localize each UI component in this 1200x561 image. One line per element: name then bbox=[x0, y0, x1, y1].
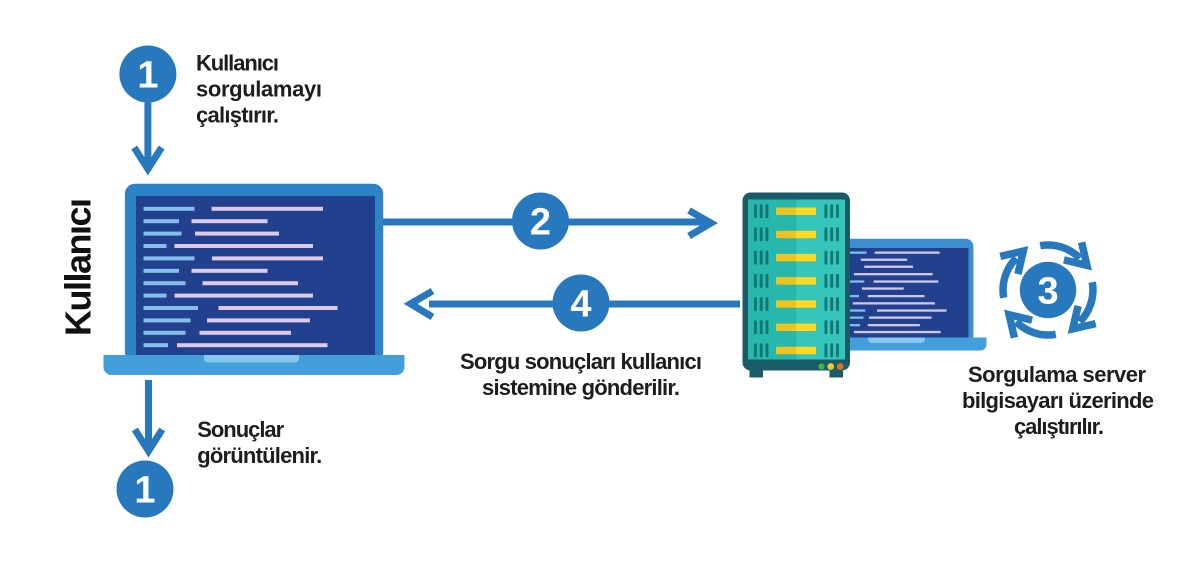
svg-text:görüntülenir.: görüntülenir. bbox=[197, 443, 322, 468]
svg-text:3: 3 bbox=[1037, 271, 1058, 313]
svg-text:bilgisayarı üzerinde: bilgisayarı üzerinde bbox=[962, 388, 1154, 413]
svg-text:çalıştırır.: çalıştırır. bbox=[196, 103, 279, 128]
svg-text:Sorgu sonuçları kullanıcı: Sorgu sonuçları kullanıcı bbox=[460, 349, 702, 374]
svg-text:1: 1 bbox=[137, 55, 158, 97]
svg-text:Sonuçlar: Sonuçlar bbox=[197, 417, 284, 442]
svg-text:Kullanıcı: Kullanıcı bbox=[58, 198, 99, 336]
svg-text:çalıştırılır.: çalıştırılır. bbox=[1014, 414, 1104, 439]
svg-text:2: 2 bbox=[530, 202, 551, 244]
svg-text:Kullanıcı: Kullanıcı bbox=[196, 51, 279, 76]
svg-text:sistemine gönderilir.: sistemine gönderilir. bbox=[482, 375, 680, 400]
svg-text:4: 4 bbox=[570, 284, 591, 326]
svg-text:1: 1 bbox=[134, 470, 155, 512]
svg-text:sorgulamayı: sorgulamayı bbox=[196, 77, 322, 102]
svg-text:Sorgulama server: Sorgulama server bbox=[968, 362, 1146, 387]
